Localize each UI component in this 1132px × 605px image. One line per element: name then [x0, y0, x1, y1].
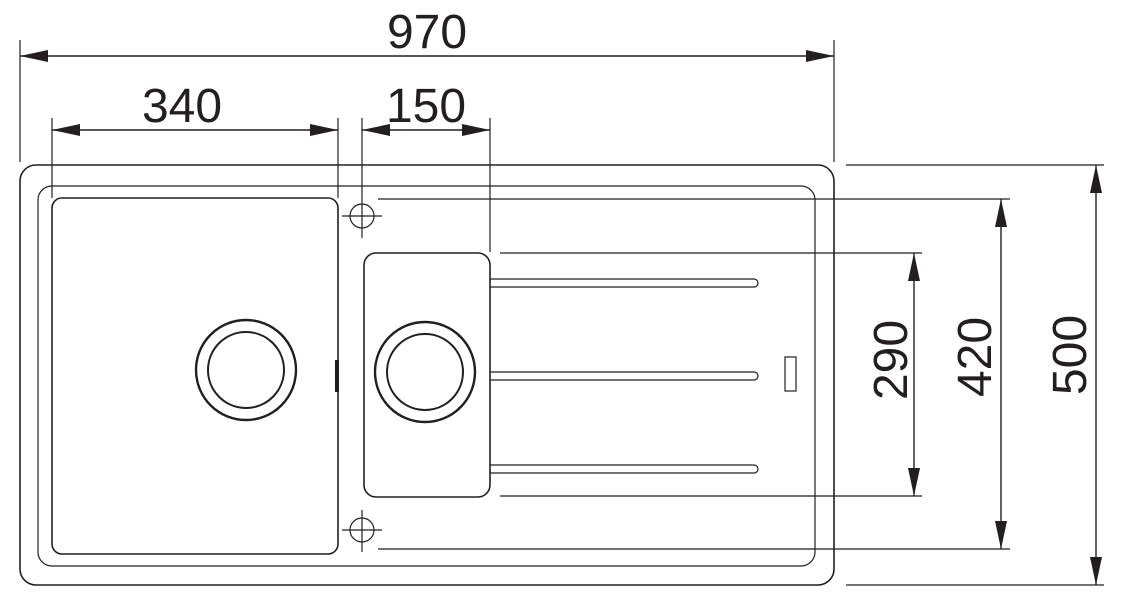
sink-inner-rim [37, 185, 816, 567]
dimension-420: 420 [949, 199, 1007, 549]
dimension-150: 150 [362, 80, 490, 136]
drainer-groove-bottom [490, 464, 759, 474]
drainer-small-slot [784, 356, 797, 392]
dimension-500: 500 [1044, 165, 1102, 585]
dim-label-970: 970 [387, 6, 467, 59]
arrow-340-right [310, 124, 338, 136]
main-bowl-drain-outer [194, 318, 298, 422]
arrow-500-bottom [1090, 557, 1102, 585]
tap-hole-bottom [342, 510, 382, 552]
dim-label-420: 420 [949, 317, 1002, 397]
arrow-290-bottom [908, 468, 920, 496]
dimension-290: 290 [865, 253, 920, 496]
arrow-420-top [995, 199, 1007, 227]
sink-outer-rim [19, 164, 835, 586]
arrow-290-top [908, 253, 920, 281]
extension-lines [19, 40, 1104, 586]
dim-label-500: 500 [1044, 315, 1097, 395]
dimension-340: 340 [52, 80, 338, 136]
sink-body [19, 164, 835, 586]
small-bowl [363, 252, 491, 498]
dim-label-290: 290 [865, 320, 918, 400]
arrow-970-left [20, 50, 48, 62]
small-bowl-drain-outer [373, 320, 477, 424]
arrow-970-right [806, 50, 834, 62]
drainer-grooves [490, 278, 797, 474]
drainer-groove-top [490, 278, 759, 288]
small-bowl-outline [363, 252, 491, 498]
main-bowl-drain-inner [207, 331, 285, 409]
small-bowl-drain-inner [386, 333, 464, 411]
main-bowl [51, 197, 339, 555]
dim-label-150: 150 [386, 80, 466, 133]
drainer-groove-middle [490, 371, 759, 381]
arrow-150-left [362, 124, 390, 136]
dim-label-340: 340 [142, 80, 222, 133]
arrow-420-bottom [995, 521, 1007, 549]
tap-hole-top [342, 196, 382, 238]
dimension-970: 970 [20, 6, 834, 62]
arrow-500-top [1090, 165, 1102, 193]
arrow-340-left [52, 124, 80, 136]
arrow-150-right [462, 124, 490, 136]
